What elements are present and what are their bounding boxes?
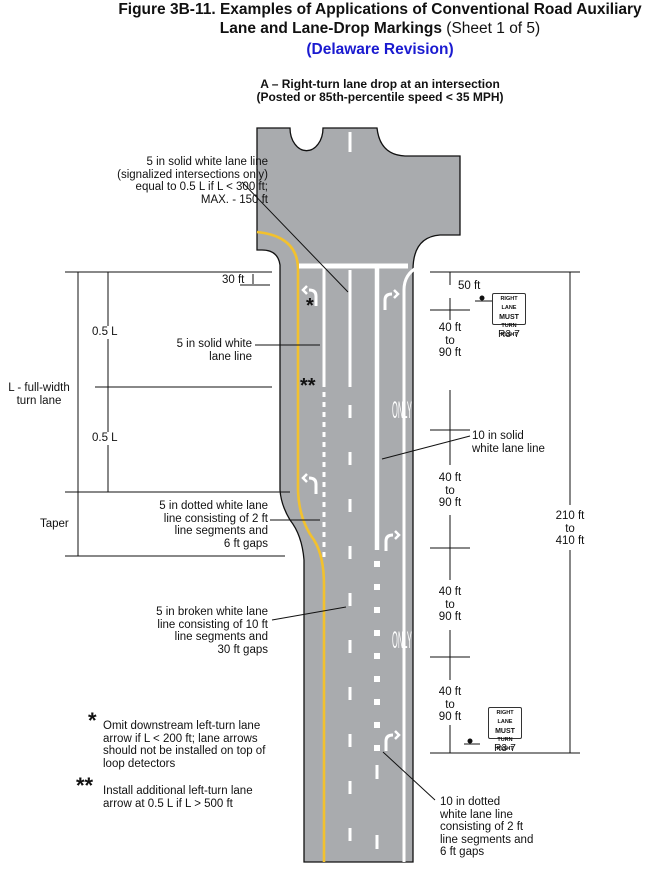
figure-title: Figure 3B-11. Examples of Applications o… (118, 1, 642, 37)
label-30ft: 30 ft (222, 274, 245, 286)
subtitle: A – Right-turn lane drop at an intersect… (256, 77, 504, 104)
dotted-10in-segment (374, 745, 380, 751)
only-legend: ONLY (392, 396, 412, 423)
double-star-marker: ** (300, 375, 316, 397)
dotted-lane-line-segment (322, 492, 326, 497)
leader (382, 751, 436, 801)
dotted-lane-line-segment (322, 512, 326, 517)
label-taper: Taper (40, 518, 69, 531)
dotted-10in-segment (374, 630, 380, 636)
broken-lane-line-segment (348, 546, 352, 559)
dotted-lane-line-segment (322, 522, 326, 527)
dotted-lane-line-segment (322, 552, 326, 557)
broken-lane-line-segment (375, 835, 379, 849)
dotted-10in-segment (374, 653, 380, 659)
dotted-lane-line-segment (322, 482, 326, 487)
revision-label: (Delaware Revision) (306, 41, 454, 58)
dotted-lane-line-segment (322, 542, 326, 547)
sign-code: R3-7 (498, 329, 520, 340)
star-marker: * (306, 295, 314, 317)
broken-lane-line-segment (348, 828, 352, 841)
broken-lane-line-segment (348, 593, 352, 606)
dotted-10in-segment (374, 607, 380, 613)
leader (381, 435, 471, 460)
dotted-lane-line-segment (322, 412, 326, 417)
broken-lane-line-segment (348, 687, 352, 700)
dotted-lane-line-segment (322, 532, 326, 537)
broken-lane-line-segment (348, 499, 352, 512)
right-turn-arrow (383, 292, 393, 310)
broken-lane-line-segment (348, 734, 352, 747)
leader (271, 606, 347, 621)
only-legend: ONLY (392, 626, 412, 653)
dotted-lane-line-segment (322, 402, 326, 407)
dotted-lane-line-segment (322, 462, 326, 467)
note-mark: ** (76, 773, 94, 798)
label-50ft: 50 ft (458, 280, 481, 292)
edge-line (402, 260, 461, 862)
label-solid-signalized: 5 in solid white lane line(signalized in… (117, 156, 268, 206)
broken-lane-line-segment (348, 781, 352, 794)
dimension-lines (65, 181, 580, 801)
dotted-lane-line-segment (322, 502, 326, 507)
right-turn-arrow (384, 733, 394, 751)
dotted-10in-segment (374, 676, 380, 682)
broken-lane-line-segment (375, 765, 379, 779)
dotted-lane-line-segment (322, 392, 326, 397)
dotted-10in-segment (374, 561, 380, 567)
left-turn-arrow (308, 476, 318, 494)
dotted-lane-line-segment (322, 442, 326, 447)
leader (241, 181, 349, 293)
sign-code: R3-7 (494, 743, 516, 754)
dotted-lane-line-segment (322, 432, 326, 437)
dotted-lane-line-segment (322, 452, 326, 457)
note-mark: * (88, 708, 97, 733)
label-half-l: 0.5 L (92, 432, 118, 445)
dotted-10in-segment (374, 584, 380, 590)
arrows (301, 285, 401, 751)
dotted-10in-segment (374, 699, 380, 705)
broken-lane-line-segment (348, 405, 352, 418)
yellow-center-line (256, 230, 326, 862)
dotted-10in-segment (374, 722, 380, 728)
left-turn-arrow (308, 288, 318, 306)
broken-lane-line-segment (348, 452, 352, 465)
right-turn-arrow (384, 533, 394, 551)
label-half-l: 0.5 L (92, 326, 118, 339)
dotted-lane-line-segment (322, 472, 326, 477)
broken-lane-line-segment (348, 640, 352, 653)
roadway (256, 127, 461, 863)
dotted-lane-line-segment (322, 422, 326, 427)
